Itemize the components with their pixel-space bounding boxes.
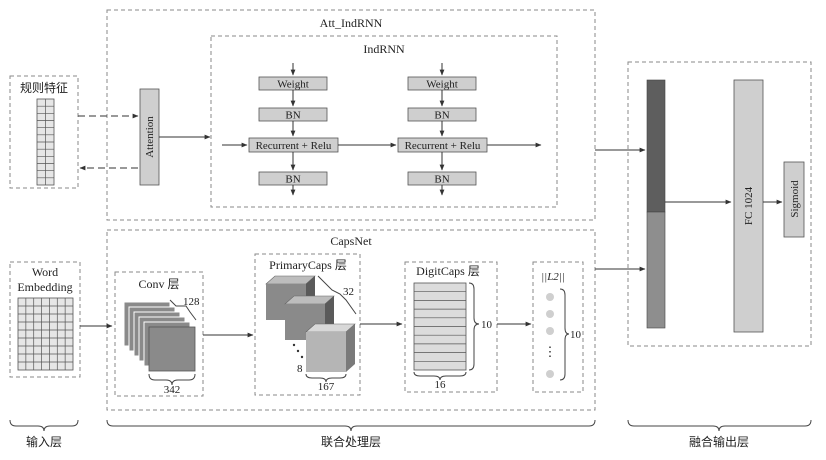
bn-label-1b: BN <box>285 174 300 186</box>
l2-output-nodes: ⋮ <box>544 293 557 378</box>
fc-label: FC 1024 <box>743 186 755 225</box>
primary-caps-label: PrimaryCaps 层 <box>269 258 347 272</box>
weight-label-1: Weight <box>277 79 309 91</box>
fused-vector-bottom <box>646 211 666 329</box>
word-embedding-line1: Word <box>32 265 58 279</box>
digit-caps-frame <box>404 261 498 393</box>
input-layer-label: 输入层 <box>26 434 62 449</box>
indrnn-frame <box>210 35 558 208</box>
bn-label-1a: BN <box>285 110 300 122</box>
primary-dim-side: 8 <box>297 363 303 375</box>
conv-brace-side <box>169 299 197 321</box>
primary-dim-bottom: 167 <box>318 381 335 393</box>
digit-brace-bottom <box>413 371 467 381</box>
output-layer-brace <box>627 419 812 432</box>
capsnet-title: CapsNet <box>330 234 372 248</box>
digit-caps-matrix <box>413 282 467 371</box>
primary-brace-bottom <box>305 373 347 383</box>
indrnn-cell-2: Weight BN Recurrent + Relu BN <box>397 63 488 196</box>
l2-dim-side: 10 <box>570 329 582 341</box>
indrnn-cell-1: Weight BN Recurrent + Relu BN <box>248 63 339 196</box>
conv-brace-bottom <box>148 373 196 386</box>
word-embedding-frame <box>9 261 81 378</box>
recurrent-label-2: Recurrent + Relu <box>405 140 481 152</box>
primary-dim-top: 32 <box>343 286 354 298</box>
conv-frame <box>114 271 204 397</box>
recurrent-label-1: Recurrent + Relu <box>256 140 332 152</box>
word-embedding-matrix <box>17 297 74 371</box>
sigmoid-box <box>783 161 805 238</box>
digit-dim-side: 10 <box>481 319 493 331</box>
conv-dim-bottom: 342 <box>164 384 181 396</box>
capsnet-frame <box>106 229 596 411</box>
weight-label-2: Weight <box>426 79 458 91</box>
digit-dim-bottom: 16 <box>435 379 447 391</box>
bn-label-2b: BN <box>434 174 449 186</box>
l2-ellipsis: ⋮ <box>544 344 557 359</box>
l2-brace-side <box>559 288 570 381</box>
joint-layer-brace <box>106 419 596 432</box>
primary-brace-top <box>317 275 357 315</box>
l2-frame <box>532 261 584 393</box>
rule-feature-vector <box>36 98 55 186</box>
sigmoid-label: Sigmoid <box>789 180 801 218</box>
bn-label-2a: BN <box>434 110 449 122</box>
digit-brace-side <box>468 282 480 371</box>
conv-feature-maps <box>123 301 196 372</box>
joint-layer-label: 联合处理层 <box>321 434 381 449</box>
attention-label: Attention <box>144 116 156 158</box>
fused-vector-top <box>646 79 666 213</box>
digit-caps-label: DigitCaps 层 <box>416 264 480 278</box>
rule-feature-frame <box>9 75 79 189</box>
l2-label: ||L2|| <box>541 271 565 283</box>
att-indrnn-title: Att_IndRNN <box>320 16 383 30</box>
att-indrnn-frame <box>106 9 596 221</box>
word-embedding-line2: Embedding <box>17 280 72 294</box>
indrnn-title: IndRNN <box>363 42 405 56</box>
output-frame <box>627 61 812 347</box>
output-layer-label: 融合输出层 <box>689 434 749 449</box>
primary-caps-cubes <box>265 275 356 372</box>
input-layer-brace <box>9 419 79 432</box>
conv-dim-side: 128 <box>183 296 200 308</box>
conv-label: Conv 层 <box>138 277 179 291</box>
rule-feature-label: 规则特征 <box>20 80 68 95</box>
fc-box <box>733 79 764 333</box>
